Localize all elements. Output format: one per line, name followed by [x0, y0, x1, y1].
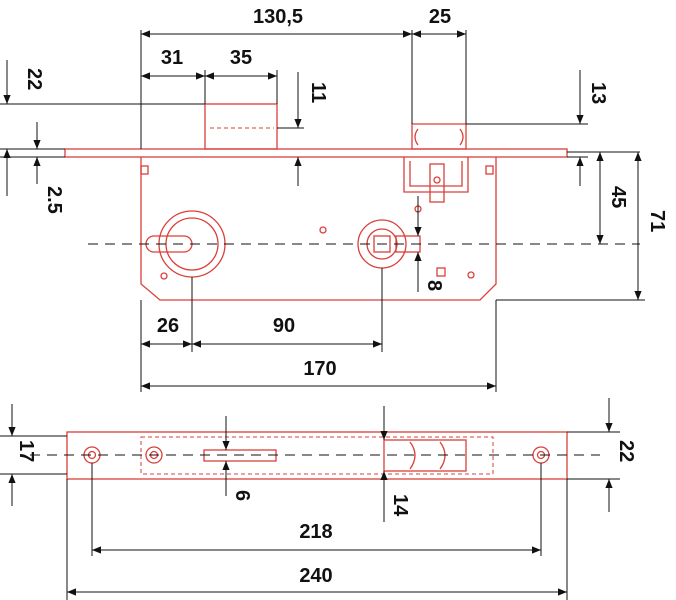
cylinder-key-slot — [145, 235, 193, 253]
dim-45: 45 — [607, 186, 629, 208]
dim-240: 240 — [299, 565, 332, 587]
dim-170: 170 — [303, 358, 336, 380]
dim-13: 13 — [587, 82, 609, 104]
dim-25: 25 — [429, 6, 451, 28]
dim-6: 6 — [231, 490, 253, 501]
dim-71: 71 — [646, 210, 668, 232]
latch-follower — [429, 163, 445, 203]
dim-130-5: 130,5 — [253, 6, 303, 28]
dim-26: 26 — [157, 315, 179, 337]
dim-35: 35 — [230, 47, 252, 69]
deadbolt — [204, 103, 278, 150]
dim-218: 218 — [299, 521, 332, 543]
screw-hole-2 — [145, 446, 163, 464]
latch — [411, 123, 467, 150]
lock-body-side-view — [64, 103, 568, 301]
dim-11: 11 — [307, 82, 329, 103]
faceplate — [64, 148, 568, 158]
latch-opening — [383, 439, 467, 472]
dim-22-top: 22 — [23, 68, 45, 90]
dim-22-right: 22 — [615, 440, 637, 462]
lock-case — [140, 157, 497, 301]
dim-2-5: 2.5 — [43, 186, 65, 214]
dim-31: 31 — [161, 47, 183, 69]
dim-17: 17 — [15, 440, 37, 462]
dim-14: 14 — [389, 494, 411, 517]
spindle-square — [373, 235, 391, 253]
dim-8: 8 — [423, 280, 445, 291]
dim-90: 90 — [273, 315, 295, 337]
